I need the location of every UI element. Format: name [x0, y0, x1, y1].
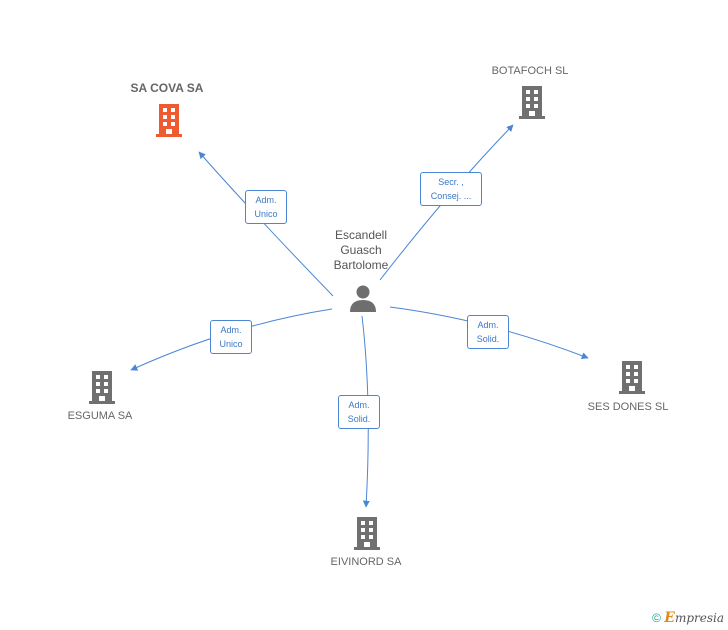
company-node-eivinord[interactable]: EIVINORD SA [311, 556, 421, 568]
person-name-line-1: Escandell [334, 228, 388, 242]
company-node-botafoch[interactable]: BOTAFOCH SL [475, 65, 585, 77]
person-icon [350, 285, 376, 312]
building-icon [519, 86, 545, 119]
person-name: Escandell Guasch Bartolome [318, 228, 404, 273]
person-name-line-2: Guasch [340, 243, 382, 257]
edge-label-ses-dones[interactable]: Adm. Solid. [467, 315, 509, 349]
edge-label-botafoch[interactable]: Secr. , Consej. ... [420, 172, 482, 206]
edge-label-line: Adm. [477, 320, 499, 330]
footer-brand[interactable]: © Empresia [652, 610, 724, 626]
company-node-ses-dones[interactable]: SES DONES SL [573, 401, 683, 413]
edge-label-sa-cova[interactable]: Adm. Unico [245, 190, 287, 224]
person-node[interactable]: Escandell Guasch Bartolome [318, 228, 404, 273]
edge-label-line: Solid. [347, 414, 371, 424]
building-icon [354, 517, 380, 550]
edge-label-esguma[interactable]: Adm. Unico [210, 320, 252, 354]
copyright-icon: © [652, 611, 661, 625]
edge-label-eivinord[interactable]: Adm. Solid. [338, 395, 380, 429]
company-node-esguma[interactable]: ESGUMA SA [45, 410, 155, 422]
edge-label-line: Adm. [220, 325, 242, 335]
edge-label-line: Solid. [476, 334, 500, 344]
company-name: BOTAFOCH SL [491, 65, 569, 77]
building-icon [89, 371, 115, 404]
edge-label-line: Unico [254, 209, 278, 219]
brand-initial: E [664, 610, 675, 626]
person-name-line-3: Bartolome [333, 258, 389, 272]
building-icon [619, 361, 645, 394]
company-node-sa-cova[interactable]: SA COVA SA [112, 81, 222, 95]
company-name: ESGUMA SA [67, 410, 133, 422]
company-name: SES DONES SL [587, 401, 669, 413]
brand-logo: Empresia [664, 610, 724, 626]
edge-label-line: Secr. , [438, 177, 464, 187]
edge-label-line: Unico [219, 339, 243, 349]
brand-rest: mpresia [674, 611, 724, 625]
edge-label-line: Adm. [348, 400, 370, 410]
edge-label-line: Consej. ... [430, 191, 472, 201]
edge-sa-cova [198, 151, 334, 297]
company-name: EIVINORD SA [330, 556, 402, 568]
building-icon [156, 104, 182, 137]
edge-label-line: Adm. [255, 195, 277, 205]
company-name: SA COVA SA [130, 81, 204, 95]
